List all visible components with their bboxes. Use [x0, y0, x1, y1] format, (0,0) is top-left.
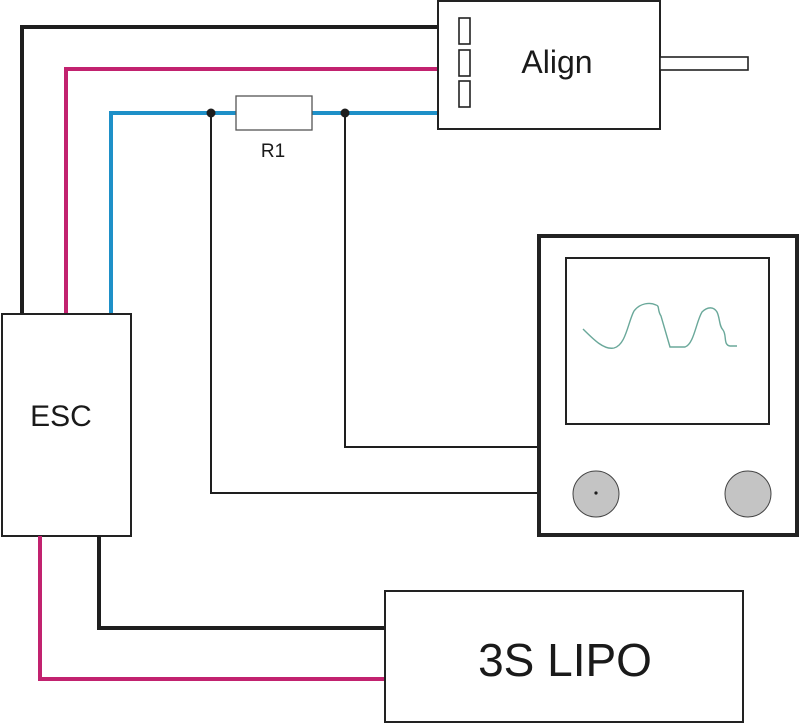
- oscilloscope-knob-ch2[interactable]: [724, 470, 772, 518]
- esc-box: [1, 313, 132, 537]
- probe-tip-1: [594, 491, 598, 495]
- motor-connector-2: [458, 49, 471, 77]
- oscilloscope-screen: [565, 257, 770, 425]
- motor-label: Align: [521, 44, 592, 80]
- battery-box: [384, 590, 744, 723]
- oscilloscope-trace: [582, 302, 737, 349]
- resistor-r1: [235, 95, 313, 131]
- motor-connector-1: [458, 17, 471, 45]
- motor-shaft: [659, 56, 749, 71]
- wire-phase-magenta: [64, 67, 438, 314]
- junction-left: [206, 108, 216, 118]
- esc-label: ESC: [30, 400, 92, 433]
- junction-right: [340, 108, 350, 118]
- resistor-label: R1: [261, 141, 285, 162]
- wire-phase-black: [20, 25, 438, 314]
- motor-connector-3: [458, 80, 471, 108]
- wire-battery-magenta: [38, 536, 385, 681]
- wire-phase-blue: [109, 111, 236, 314]
- wire-battery-black: [97, 536, 385, 630]
- battery-label: 3S LIPO: [478, 634, 652, 686]
- motor-box: [437, 0, 661, 130]
- wire-probe-1: [210, 113, 596, 494]
